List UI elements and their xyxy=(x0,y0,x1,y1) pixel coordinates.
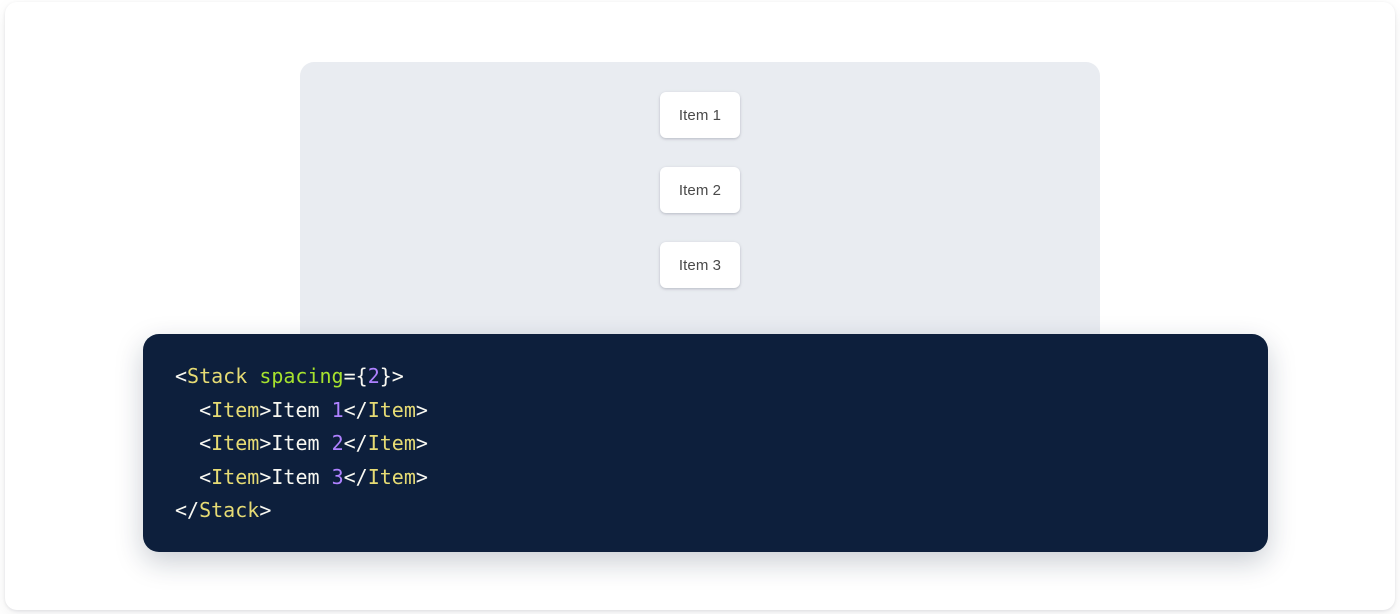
code-token-punct: > xyxy=(415,431,428,456)
code-token-punct: < xyxy=(199,464,212,489)
code-token-tag: Item xyxy=(367,464,416,489)
code-token-tag: Item xyxy=(211,464,260,489)
code-token-num: 1 xyxy=(331,397,344,422)
code-token-num: 3 xyxy=(331,464,344,489)
component-preview-panel: Item 1 Item 2 Item 3 xyxy=(300,62,1100,362)
code-token-text: Item xyxy=(271,464,332,489)
code-token-attr: spacing xyxy=(259,364,344,388)
code-token-text: Item xyxy=(271,431,332,456)
stack-item[interactable]: Item 2 xyxy=(660,167,740,213)
code-token-punct: > xyxy=(259,397,272,422)
stack-component: Item 1 Item 2 Item 3 xyxy=(300,62,1100,362)
code-token-tag: Item xyxy=(211,397,260,422)
code-token-brace: { xyxy=(355,364,368,388)
code-token-num: 2 xyxy=(367,364,380,388)
code-token-punct: </ xyxy=(343,464,368,489)
code-token-punct: </ xyxy=(343,431,368,456)
stack-item[interactable]: Item 3 xyxy=(660,242,740,288)
stack-item[interactable]: Item 1 xyxy=(660,92,740,138)
code-snippet-text: <Stack spacing={2}> <Item>Item 1</Item> … xyxy=(175,360,1268,528)
code-token-text: Item xyxy=(271,397,332,422)
code-token-eq: = xyxy=(343,364,356,388)
code-token-punct: < xyxy=(175,364,188,388)
code-token-tag: Item xyxy=(211,431,260,456)
code-token-punct: > xyxy=(259,464,272,489)
code-snippet-block[interactable]: <Stack spacing={2}> <Item>Item 1</Item> … xyxy=(143,334,1268,552)
code-token-tag: Stack xyxy=(199,498,260,523)
code-token-punct: > xyxy=(415,397,428,422)
code-token-punct: </ xyxy=(175,498,200,523)
code-token-tag: Item xyxy=(367,397,416,422)
code-token-punct: </ xyxy=(343,397,368,422)
code-token-punct: > xyxy=(391,364,404,388)
code-token-punct: < xyxy=(199,431,212,456)
code-token-brace: } xyxy=(379,364,392,388)
code-token-tag: Item xyxy=(367,431,416,456)
code-token-text xyxy=(247,364,259,388)
code-token-num: 2 xyxy=(331,431,344,456)
code-token-punct: > xyxy=(415,464,428,489)
code-token-punct: > xyxy=(259,431,272,456)
code-token-tag: Stack xyxy=(187,364,248,388)
code-token-punct: < xyxy=(199,397,212,422)
code-token-punct: > xyxy=(259,498,272,523)
